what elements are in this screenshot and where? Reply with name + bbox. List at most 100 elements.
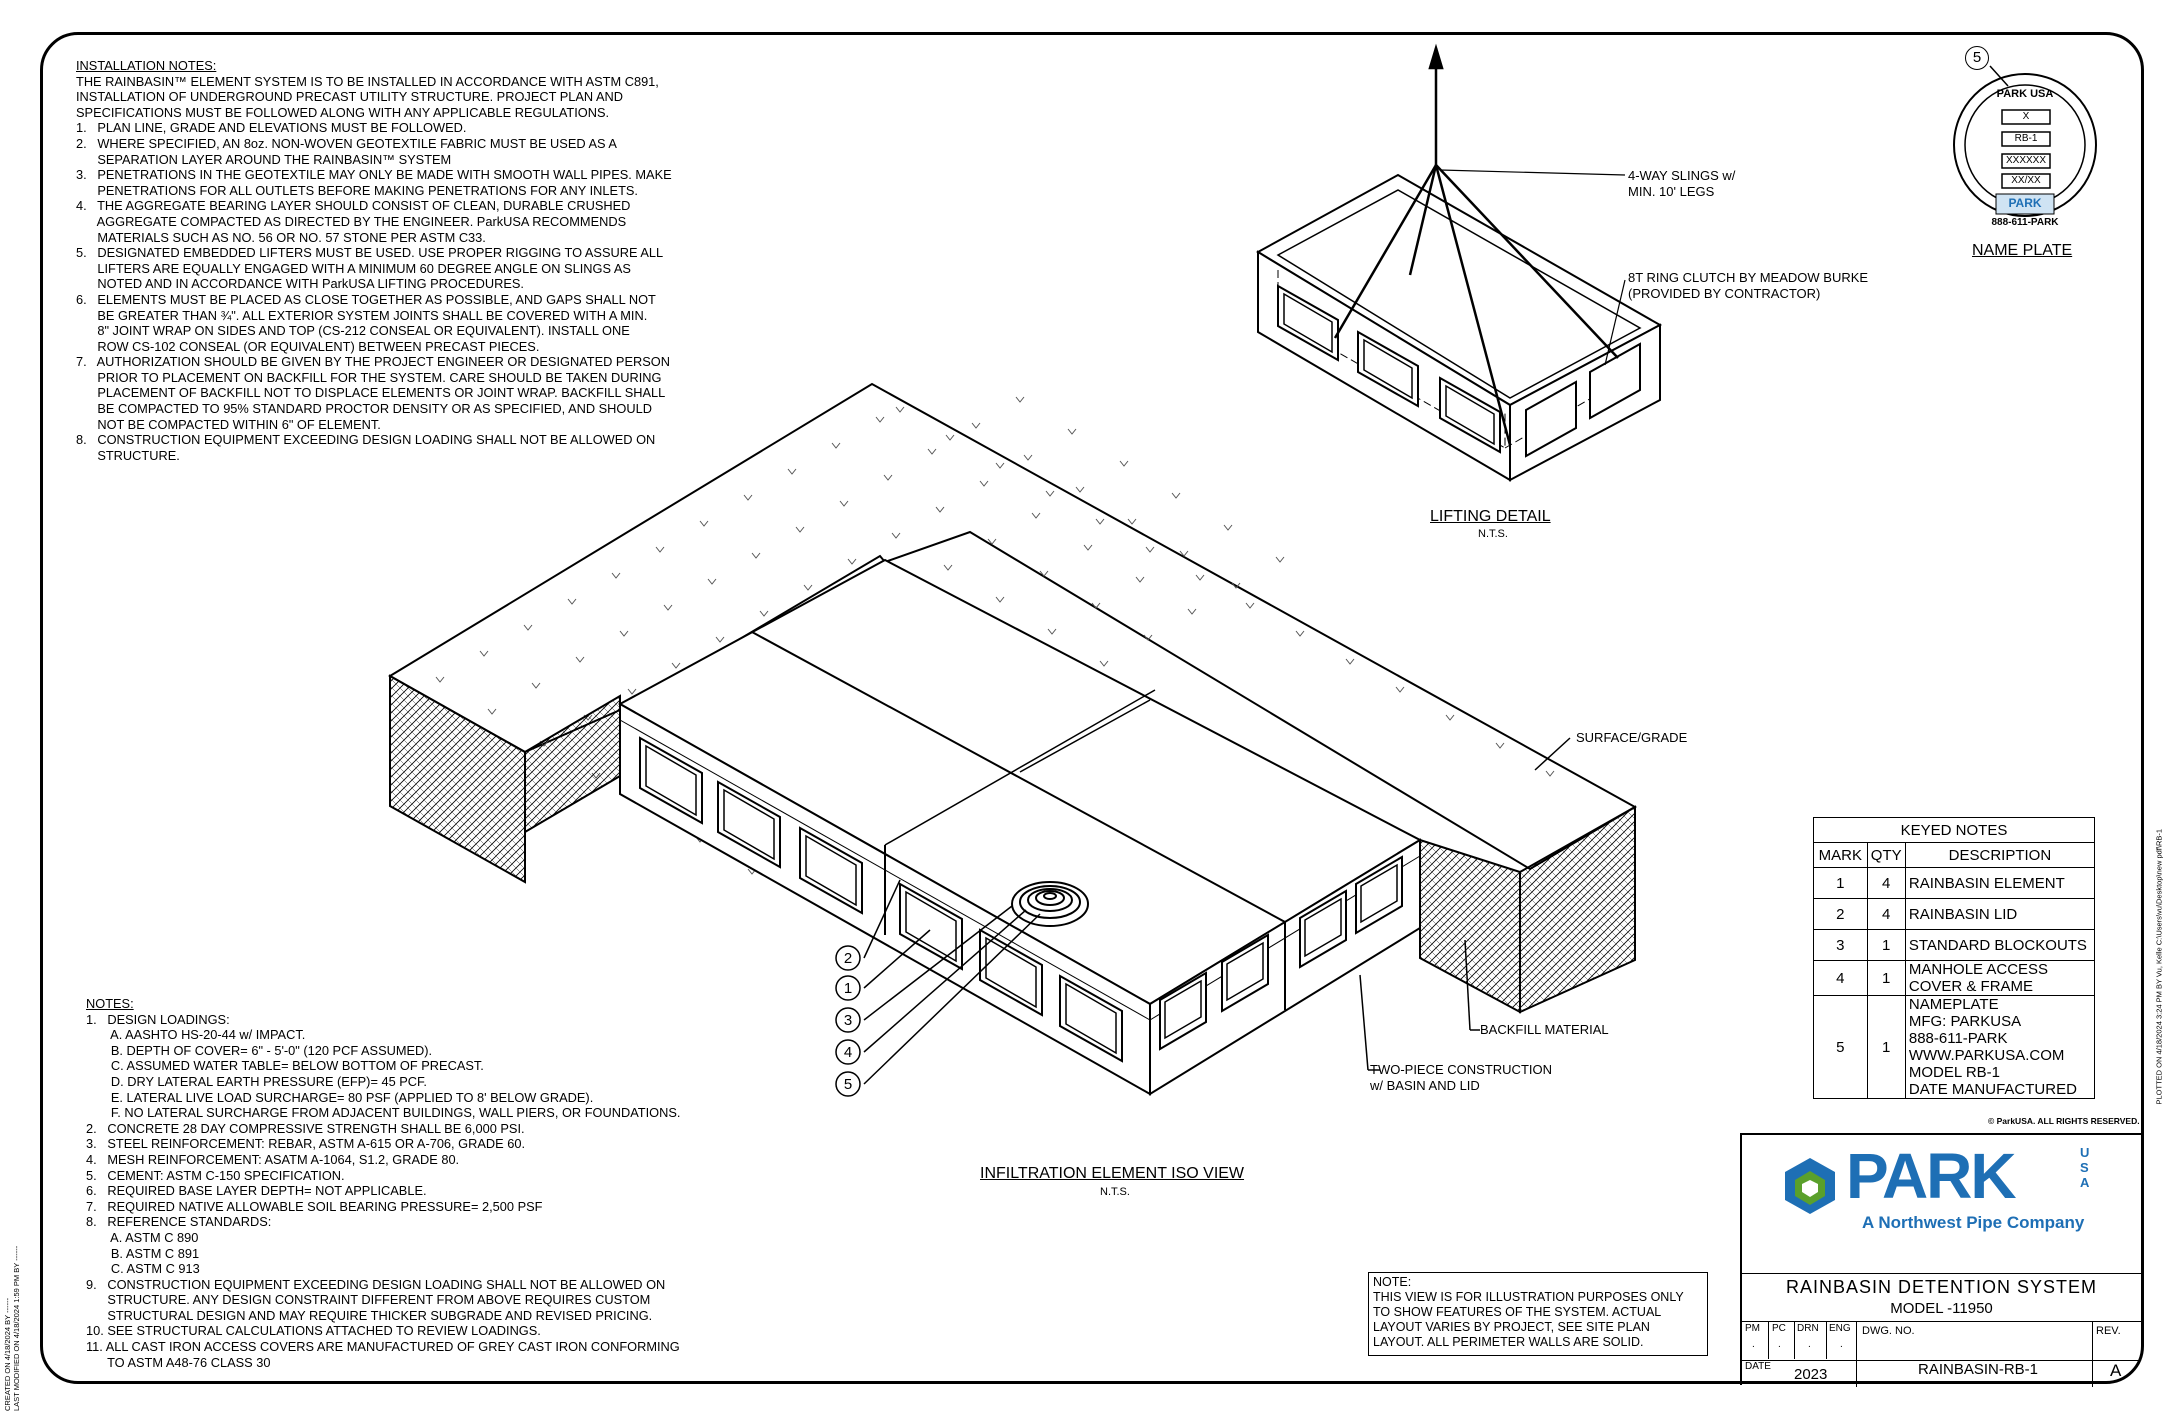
surface-mark: [751, 552, 761, 559]
installation-note-line: LIFTERS ARE EQUALLY ENGAGED WITH A MINIM…: [76, 260, 631, 276]
surface-mark: [995, 596, 1005, 603]
name-plate-logo: PARK: [2008, 196, 2042, 210]
soil-face-left: [389, 674, 526, 884]
callout-number: 1: [844, 980, 852, 997]
installation-note-line: STRUCTURE.: [76, 447, 180, 463]
surface-mark: [1495, 742, 1505, 749]
keyed-header-mark: MARK: [1813, 842, 1868, 868]
installation-notes-heading: INSTALLATION NOTES:: [76, 58, 217, 73]
surface-mark: [523, 624, 533, 631]
surface-mark: [1275, 556, 1285, 563]
keyed-description: STANDARD BLOCKOUTS: [1904, 929, 2096, 961]
surface-grade-label: SURFACE/GRADE: [1576, 730, 1688, 745]
project-model: MODEL -11950: [1890, 1300, 1993, 1317]
surface-mark: [663, 604, 673, 611]
keyed-header-description: DESCRIPTION: [1904, 842, 2096, 868]
surface-mark: [995, 462, 1005, 469]
design-note-line: A. ASTM C 890: [86, 1229, 199, 1245]
blockouts: [639, 736, 1403, 1063]
installation-note-line: SEPARATION LAYER AROUND THE RAINBASIN™ S…: [76, 151, 452, 167]
design-note-line: B. DEPTH OF COVER= 6" - 5'-0" (120 PCF A…: [86, 1042, 433, 1058]
surface-mark: [715, 636, 725, 643]
lifting-blockout-inner: [1363, 338, 1413, 400]
surface-mark: [795, 526, 805, 533]
surface-mark: [971, 422, 981, 429]
keyed-qty: 1: [1866, 960, 1906, 996]
rev-label: REV.: [2096, 1325, 2121, 1337]
name-plate-phone: 888-611-PARK: [1991, 217, 2059, 228]
design-notes-lines: 1. DESIGN LOADINGS: A. AASHTO HS-20-44 w…: [86, 1012, 726, 1371]
installation-note-line: BE COMPACTED TO 95% STANDARD PROCTOR DEN…: [76, 401, 652, 417]
name-plate-field-1: X: [2022, 111, 2030, 122]
surface-mark: [575, 656, 585, 663]
surface-mark: [927, 448, 937, 455]
installation-note-line: THE RAINBASIN™ ELEMENT SYSTEM IS TO BE I…: [76, 73, 659, 89]
callout-circle: [835, 1071, 861, 1097]
surface-mark: [567, 598, 577, 605]
design-note-line: 1. DESIGN LOADINGS:: [86, 1011, 230, 1027]
surface-mark: [671, 662, 681, 669]
callout-bubble: 4: [835, 1039, 861, 1065]
installation-note-line: 8" JOINT WRAP ON SIDES AND TOP (CS-212 C…: [76, 323, 630, 339]
surface-mark: [1345, 658, 1355, 665]
surface-mark: [627, 688, 637, 695]
surface-mark: [1023, 454, 1033, 461]
design-note-line: STRUCTURAL DESIGN AND MAY REQUIRE THICKE…: [86, 1307, 653, 1323]
surface-mark: [1187, 608, 1197, 615]
callout-bubble: 1: [835, 975, 861, 1001]
design-note-line: C. ASTM C 913: [86, 1261, 200, 1277]
surface-mark: [759, 610, 769, 617]
surface-mark: [1015, 396, 1025, 403]
keyed-notes-title: KEYED NOTES: [1813, 817, 2095, 843]
blockout-inner: [1360, 863, 1398, 924]
surface-mark: [875, 416, 885, 423]
name-plate-field-2: RB-1: [2014, 133, 2038, 144]
design-note-line: B. ASTM C 891: [86, 1245, 200, 1261]
installation-note-line: 7. AUTHORIZATION SHOULD BE GIVEN BY THE …: [76, 354, 670, 370]
blockout-inner: [645, 744, 697, 817]
design-note-line: 11. ALL CAST IRON ACCESS COVERS ARE MANU…: [86, 1339, 680, 1355]
design-note-line: STRUCTURE. ANY DESIGN CONSTRAINT DIFFERE…: [86, 1292, 651, 1308]
design-note-line: C. ASSUMED WATER TABLE= BELOW BOTTOM OF …: [86, 1058, 484, 1074]
name-plate-title: NAME PLATE: [1972, 242, 2073, 259]
surface-mark: [1095, 518, 1105, 525]
surface-grade-marks: [435, 396, 1555, 875]
design-note-line: 7. REQUIRED NATIVE ALLOWABLE SOIL BEARIN…: [86, 1198, 543, 1214]
col-pc: PC: [1772, 1323, 1786, 1334]
surface-mark: [1031, 512, 1041, 519]
design-notes: NOTES: 1. DESIGN LOADINGS: A. AASHTO HS-…: [86, 996, 726, 1370]
design-note-line: A. AASHTO HS-20-44 w/ IMPACT.: [86, 1027, 306, 1043]
blockout-inner: [985, 936, 1037, 1009]
copyright: © ParkUSA. ALL RIGHTS RESERVED.: [1988, 1116, 2140, 1126]
name-plate-field-3: XXXXXX: [2005, 155, 2047, 166]
surface-mark: [1143, 634, 1153, 641]
installation-note-line: MATERIALS SUCH AS NO. 56 OR NO. 57 STONE…: [76, 229, 486, 245]
surface-mark: [619, 630, 629, 637]
installation-note-line: ROW CS-102 CONSEAL (OR EQUIVALENT) BETWE…: [76, 338, 540, 354]
installation-note-line: 4. THE AGGREGATE BEARING LAYER SHOULD CO…: [76, 198, 631, 214]
blockout-inner: [1164, 979, 1202, 1040]
surface-mark: [1179, 550, 1189, 557]
name-plate-callout: 5: [1965, 46, 1989, 70]
blockout-inner: [905, 890, 957, 963]
lifting-blockout-inner: [1283, 292, 1333, 354]
surface-mark: [743, 494, 753, 501]
lifting-detail-title: LIFTING DETAIL: [1430, 508, 1551, 525]
lifting-blockout: [1525, 380, 1577, 458]
col-eng: ENG: [1829, 1323, 1851, 1334]
blockout-inner: [1065, 982, 1117, 1055]
project-title: RAINBASIN DETENTION SYSTEM: [1785, 1277, 2098, 1297]
design-note-line: 5. CEMENT: ASTM C-150 SPECIFICATION.: [86, 1167, 345, 1183]
surface-mark: [1245, 602, 1255, 609]
keyed-description: NAMEPLATE MFG: PARKUSA 888-611-PARK WWW.…: [1904, 995, 2096, 1099]
design-note-line: 8. REFERENCE STANDARDS:: [86, 1214, 272, 1230]
col-pc-value: .: [1778, 1339, 1781, 1350]
installation-note-line: INSTALLATION OF UNDERGROUND PRECAST UTIL…: [76, 89, 624, 105]
iso-view-title: INFILTRATION ELEMENT ISO VIEW: [980, 1165, 1245, 1182]
installation-notes-lines: THE RAINBASIN™ ELEMENT SYSTEM IS TO BE I…: [76, 74, 716, 464]
keyed-description: MANHOLE ACCESS COVER & FRAME: [1904, 960, 2096, 996]
name-plate-field-4: XX/XX: [2011, 175, 2041, 186]
keyed-mark: 1: [1813, 867, 1868, 899]
